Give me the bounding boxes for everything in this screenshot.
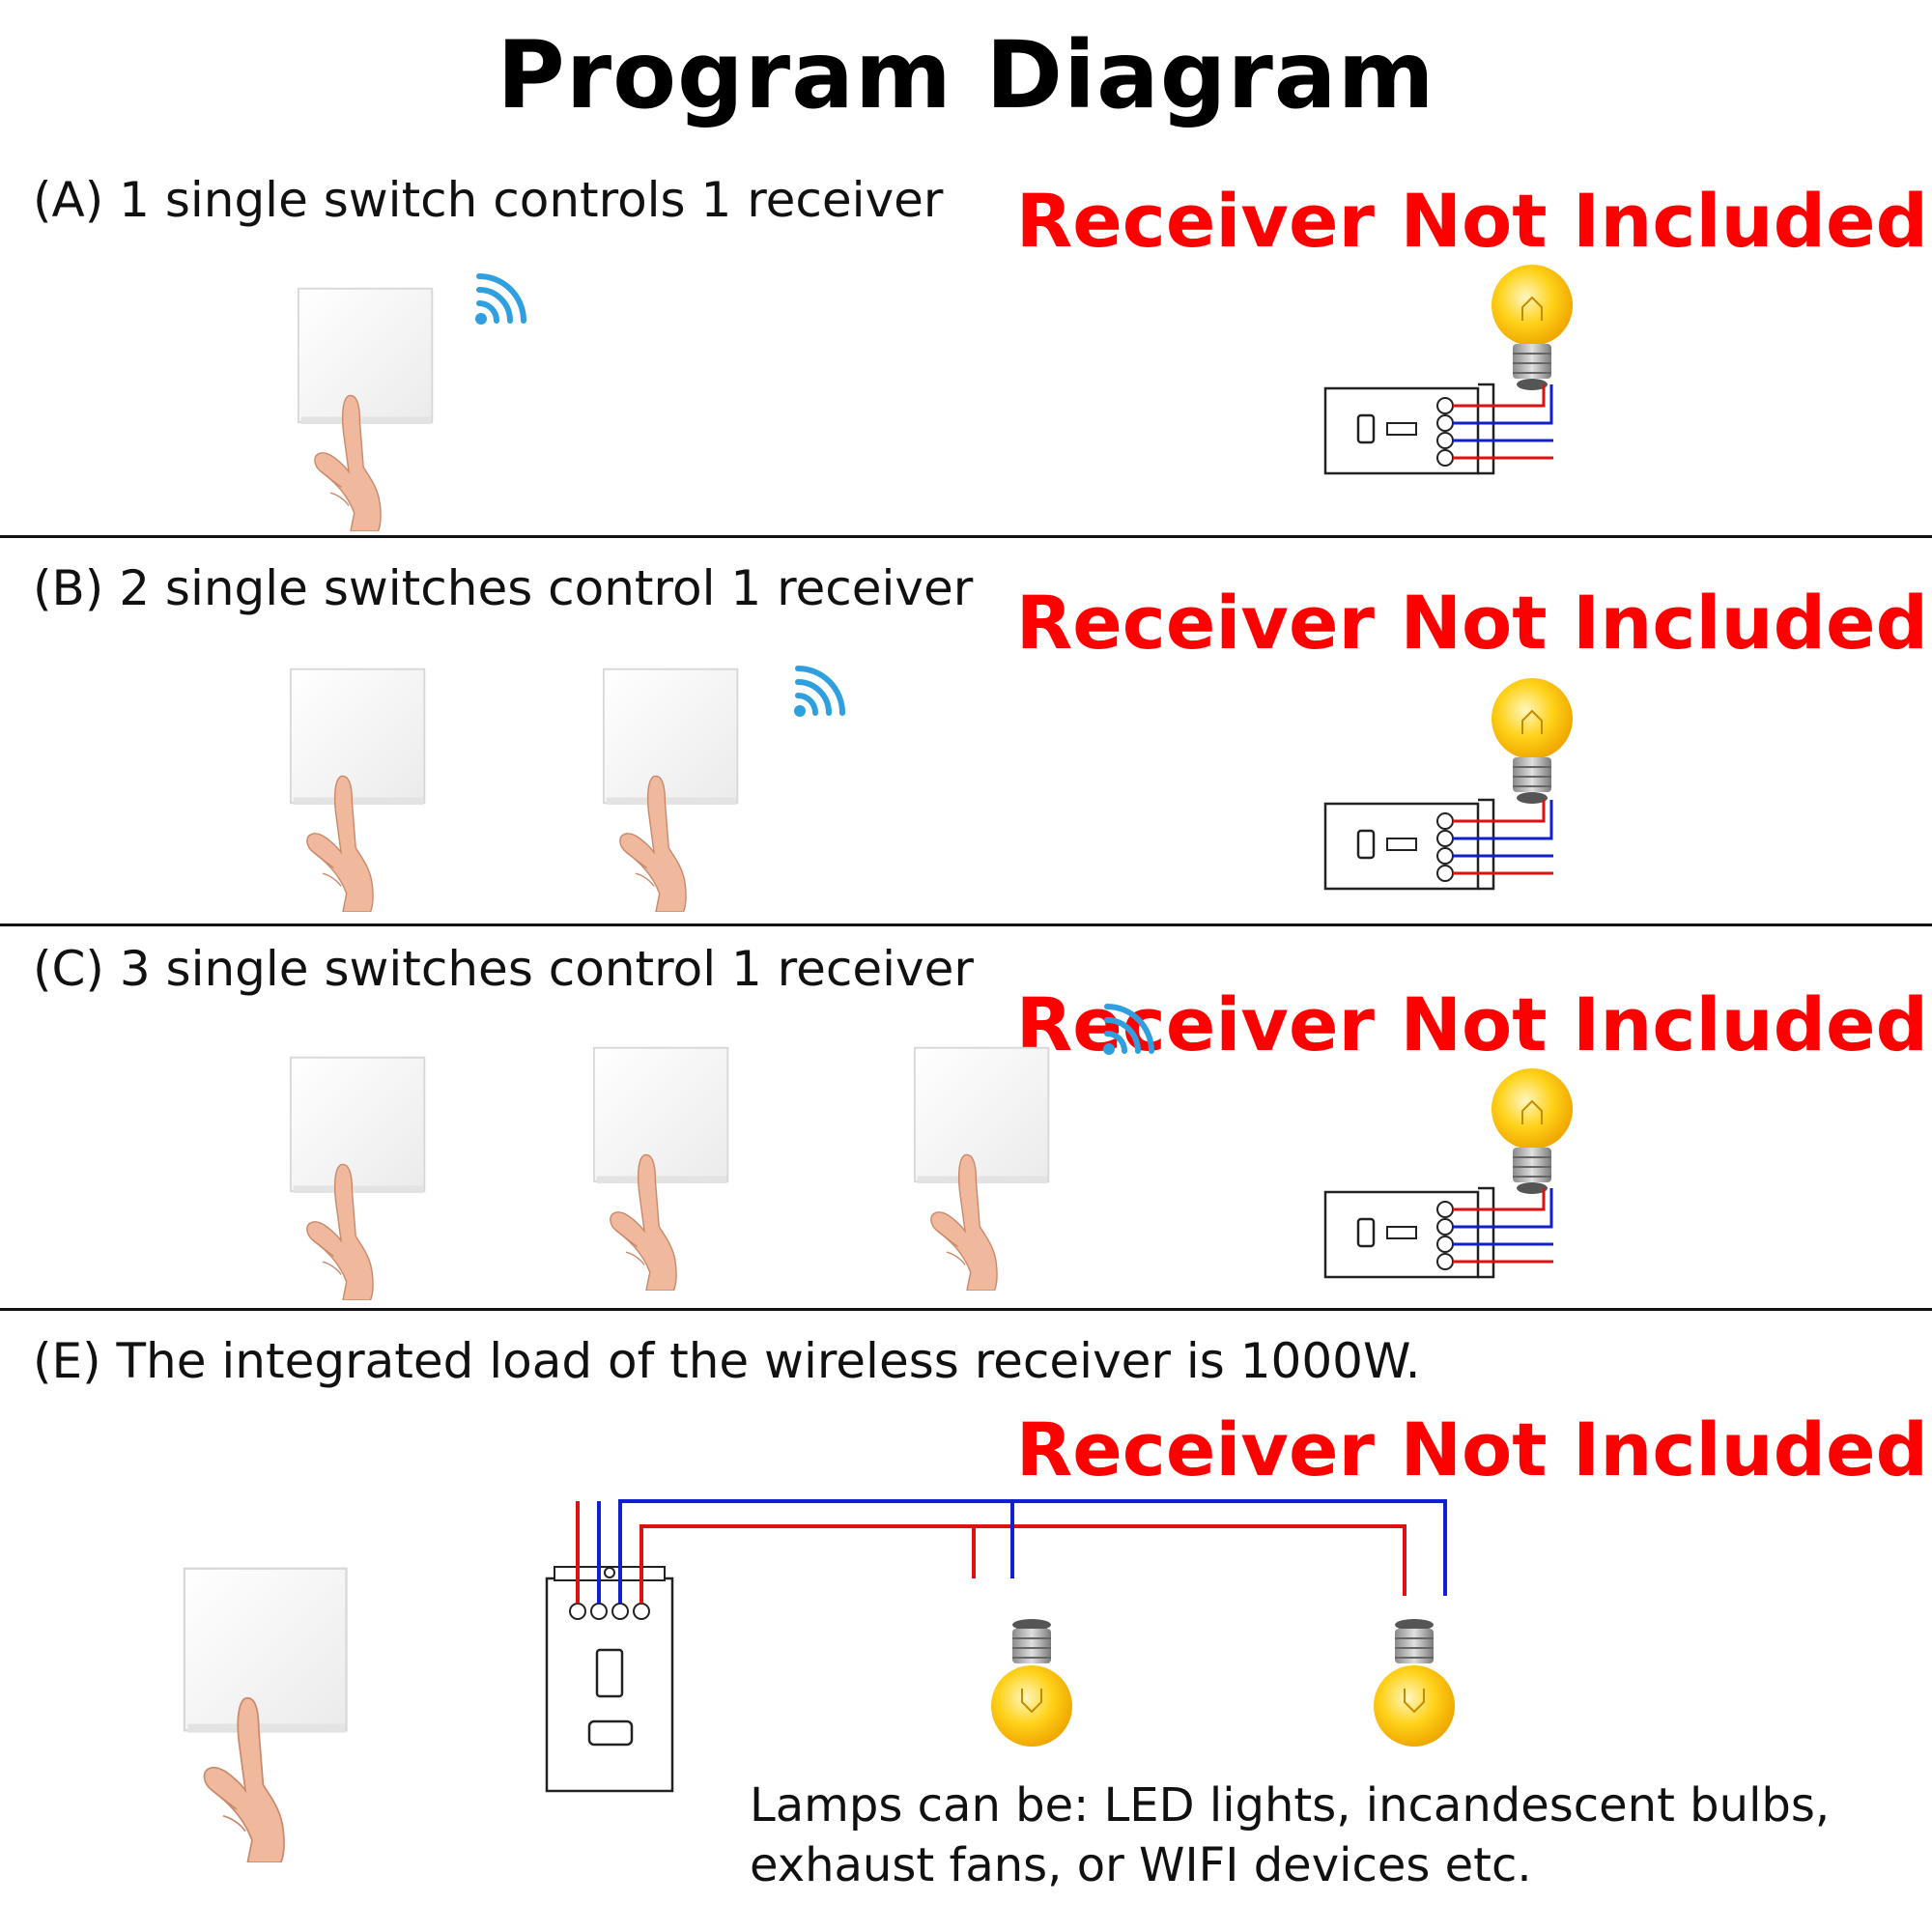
section-b-switch-2 <box>595 665 750 912</box>
light-bulb-icon <box>1484 263 1580 398</box>
light-bulb-icon <box>983 1615 1080 1750</box>
section-divider <box>0 535 1932 538</box>
wiring-diagram <box>545 1499 1447 1793</box>
section-b-warning: Receiver Not Included <box>1015 580 1928 666</box>
section-e-heading: (E) The integrated load of the wireless … <box>33 1333 1421 1389</box>
lamp-types-note: Lamps can be: LED lights, incandescent b… <box>750 1776 1830 1895</box>
light-bulb-icon <box>1484 676 1580 811</box>
receiver-module-icon <box>1323 1184 1555 1281</box>
note-line-1: Lamps can be: LED lights, incandescent b… <box>750 1778 1831 1833</box>
section-a-heading: (A) 1 single switch controls 1 receiver <box>33 172 944 228</box>
section-c-heading: (C) 3 single switches control 1 receiver <box>33 941 974 997</box>
section-c-warning: Receiver Not Included <box>1015 981 1928 1067</box>
section-b-switch-1 <box>282 665 437 912</box>
wifi-signal-icon <box>471 270 529 328</box>
section-c-switch-3 <box>906 1043 1061 1291</box>
receiver-module-icon <box>545 1566 674 1793</box>
wifi-signal-icon <box>790 663 848 721</box>
note-line-2: exhaust fans, or WIFI devices etc. <box>750 1838 1532 1892</box>
light-bulb-icon <box>1366 1615 1463 1750</box>
receiver-module-icon <box>1323 381 1555 477</box>
section-divider <box>0 1308 1932 1311</box>
section-c-switch-2 <box>585 1043 740 1291</box>
receiver-module-icon <box>1323 796 1555 893</box>
section-e-switch-1 <box>183 1567 348 1862</box>
wifi-signal-icon <box>1099 1001 1157 1059</box>
section-divider <box>0 923 1932 926</box>
section-a-switch-1 <box>290 284 444 531</box>
section-b-heading: (B) 2 single switches control 1 receiver <box>33 560 974 616</box>
page-title: Program Diagram <box>497 21 1435 129</box>
light-bulb-icon <box>1484 1066 1580 1202</box>
section-a-warning: Receiver Not Included <box>1015 178 1928 264</box>
section-e-warning: Receiver Not Included <box>1015 1406 1928 1492</box>
section-c-switch-1 <box>282 1053 437 1300</box>
